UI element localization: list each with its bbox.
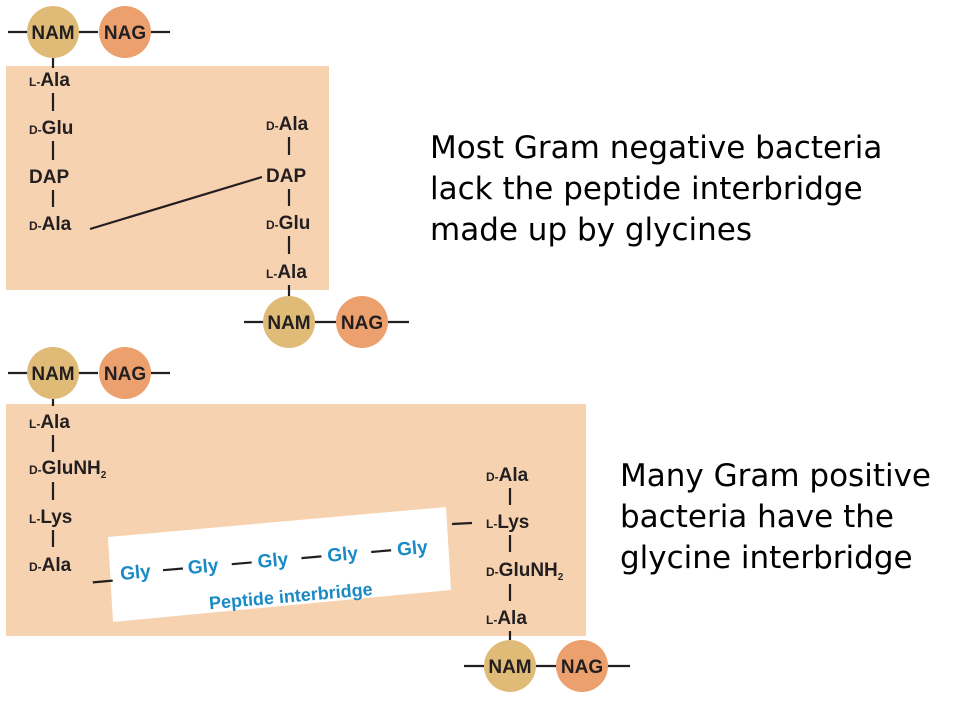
amino-acid: D-Ala bbox=[266, 114, 309, 135]
nag-sugar bbox=[336, 296, 388, 348]
top-panel-background bbox=[6, 66, 329, 290]
nam-sugar bbox=[263, 296, 315, 348]
glycine-residue: Gly bbox=[257, 549, 290, 573]
bottom-right-glycan-strand: NAM NAG bbox=[464, 640, 630, 692]
glycine-residue: Gly bbox=[119, 561, 152, 585]
caption-line: bacteria have the bbox=[620, 499, 894, 535]
amino-acid: D-Ala bbox=[29, 555, 72, 576]
glycine-residue: Gly bbox=[327, 543, 360, 567]
direct-crosslink-bond bbox=[89, 175, 263, 231]
amino-acid: L-Lys bbox=[29, 507, 72, 528]
nag-label: NAG bbox=[561, 657, 603, 678]
amino-acid: L-Lys bbox=[486, 512, 529, 533]
nam-label: NAM bbox=[267, 313, 310, 334]
amino-acid: L-Ala bbox=[29, 70, 70, 91]
nag-sugar bbox=[99, 6, 151, 58]
interbridge-box bbox=[108, 507, 451, 622]
caption-line: lack the peptide interbridge bbox=[430, 171, 863, 207]
nag-label: NAG bbox=[104, 364, 146, 385]
nam-sugar bbox=[27, 6, 79, 58]
nam-label: NAM bbox=[31, 364, 74, 385]
gram-positive-caption: Many Gram positive bacteria have the gly… bbox=[620, 456, 931, 579]
amino-acid: D-Ala bbox=[486, 465, 529, 486]
amino-acid: DAP bbox=[29, 167, 69, 188]
gram-negative-caption: Most Gram negative bacteria lack the pep… bbox=[430, 128, 882, 251]
caption-line: Most Gram negative bacteria bbox=[430, 130, 883, 166]
nam-label: NAM bbox=[31, 23, 74, 44]
bottom-right-peptide-chain: D-Ala L-Lys D-GluNH2 L-Ala bbox=[486, 465, 564, 640]
nam-sugar bbox=[484, 640, 536, 692]
amino-acid: D-Glu bbox=[29, 118, 73, 139]
nam-sugar bbox=[27, 347, 79, 399]
amino-acid: D-GluNH2 bbox=[29, 458, 107, 481]
caption-line: glycine interbridge bbox=[620, 540, 913, 576]
caption-line: made up by glycines bbox=[430, 212, 753, 248]
bottom-left-peptide-chain: L-Ala D-GluNH2 L-Lys D-Ala bbox=[29, 412, 107, 576]
amino-acid: D-GluNH2 bbox=[486, 560, 564, 583]
amino-acid: L-Ala bbox=[486, 608, 527, 629]
glycine-residue: Gly bbox=[396, 537, 429, 561]
top-right-glycan-strand: NAM NAG bbox=[244, 296, 409, 348]
bottom-left-glycan-strand: NAM NAG bbox=[8, 347, 170, 406]
nag-label: NAG bbox=[104, 23, 146, 44]
top-left-peptide-chain: L-Ala D-Glu DAP D-Ala bbox=[29, 70, 73, 235]
nag-label: NAG bbox=[341, 313, 383, 334]
nam-label: NAM bbox=[488, 657, 531, 678]
nag-sugar bbox=[556, 640, 608, 692]
amino-acid: D-Glu bbox=[266, 213, 310, 234]
nag-sugar bbox=[99, 347, 151, 399]
amino-acid: L-Ala bbox=[266, 262, 307, 283]
top-right-peptide-chain: D-Ala DAP D-Glu L-Ala bbox=[266, 114, 310, 296]
amino-acid: L-Ala bbox=[29, 412, 70, 433]
glycine-residue: Gly bbox=[187, 555, 220, 579]
amino-acid: DAP bbox=[266, 166, 306, 187]
top-left-glycan-strand: NAM NAG bbox=[8, 6, 170, 68]
caption-line: Many Gram positive bbox=[620, 458, 931, 494]
amino-acid: D-Ala bbox=[29, 214, 72, 235]
